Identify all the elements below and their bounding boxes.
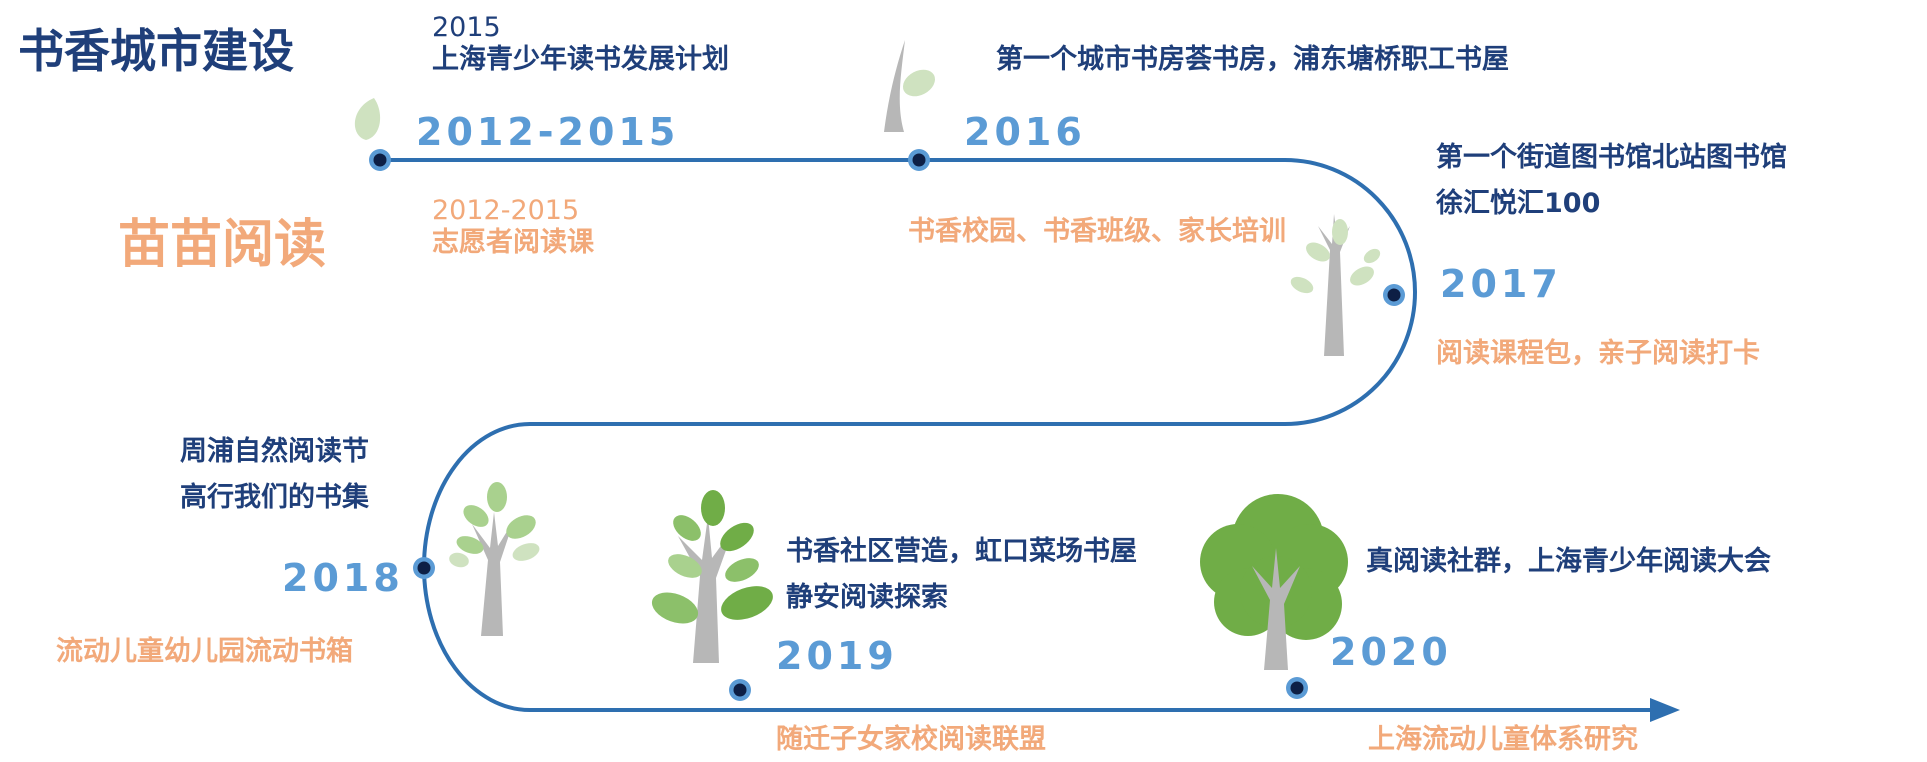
milestone-dot-2018 [413, 557, 435, 579]
milestone-2018-top: 周浦自然阅读节 高行我们的书集 [180, 436, 369, 515]
page-title: 书香城市建设 [18, 24, 294, 78]
milestone-2012-top-year: 2015 [432, 12, 501, 43]
milestone-2018-top-line2: 高行我们的书集 [180, 482, 369, 514]
milestone-2017-top-line1: 第一个街道图书馆北站图书馆 [1436, 142, 1787, 173]
milestone-2018-year: 2018 [282, 556, 404, 600]
milestone-2016-year: 2016 [964, 110, 1086, 154]
milestone-2012-top-text: 上海青少年读书发展计划 [432, 44, 729, 76]
milestone-2020-year: 2020 [1330, 630, 1452, 674]
milestone-2016-top-text: 第一个城市书房荟书房，浦东塘桥职工书屋 [996, 44, 1509, 75]
leaf-sprout-icon [354, 98, 381, 140]
milestone-2012-bottom-year: 2012-2015 [432, 195, 580, 226]
section-subtitle: 苗苗阅读 [118, 215, 327, 275]
milestone-2016-bottom-text: 书香校园、书香班级、家长培训 [908, 216, 1286, 247]
milestone-2012-bottom: 2012-2015 志愿者阅读课 [432, 195, 594, 260]
milestone-2019-top-line2: 静安阅读探索 [786, 582, 948, 614]
milestone-dot-2012 [369, 149, 391, 171]
milestone-2020-top-text: 真阅读社群，上海青少年阅读大会 [1366, 546, 1771, 577]
milestone-2018-bottom-text: 流动儿童幼儿园流动书箱 [56, 636, 353, 667]
sapling-icon [884, 40, 936, 132]
milestone-dot-2019 [729, 679, 751, 701]
milestone-2012-top: 2015 上海青少年读书发展计划 [432, 12, 729, 77]
route-line [380, 158, 1655, 712]
leafy-tree-icon [449, 482, 540, 636]
grown-tree-icon [651, 490, 773, 663]
young-tree-icon [1290, 214, 1381, 356]
milestone-2019-top-line1: 书香社区营造，虹口菜场书屋 [786, 536, 1137, 567]
milestone-2019-year: 2019 [776, 634, 898, 678]
milestone-2012-year: 2012-2015 [416, 110, 680, 154]
milestone-2017-top-line2: 徐汇悦汇100 [1436, 188, 1601, 220]
milestone-dot-2017 [1383, 284, 1405, 306]
milestone-2017-top: 第一个街道图书馆北站图书馆 徐汇悦汇100 [1436, 142, 1787, 221]
milestone-dot-2020 [1286, 677, 1308, 699]
arrowhead-icon [1650, 698, 1680, 722]
milestone-dot-2016 [908, 149, 930, 171]
milestone-2017-bottom-text: 阅读课程包，亲子阅读打卡 [1436, 338, 1760, 369]
milestone-2019-bottom-text: 随迁子女家校阅读联盟 [776, 724, 1046, 755]
milestone-2018-top-line1: 周浦自然阅读节 [180, 436, 369, 467]
round-canopy-tree-icon [1200, 494, 1348, 670]
milestone-2012-bottom-text: 志愿者阅读课 [432, 227, 594, 259]
milestone-2017-year: 2017 [1440, 262, 1562, 306]
milestone-2020-bottom-text: 上海流动儿童体系研究 [1368, 724, 1638, 755]
milestone-2019-top: 书香社区营造，虹口菜场书屋 静安阅读探索 [786, 536, 1137, 615]
